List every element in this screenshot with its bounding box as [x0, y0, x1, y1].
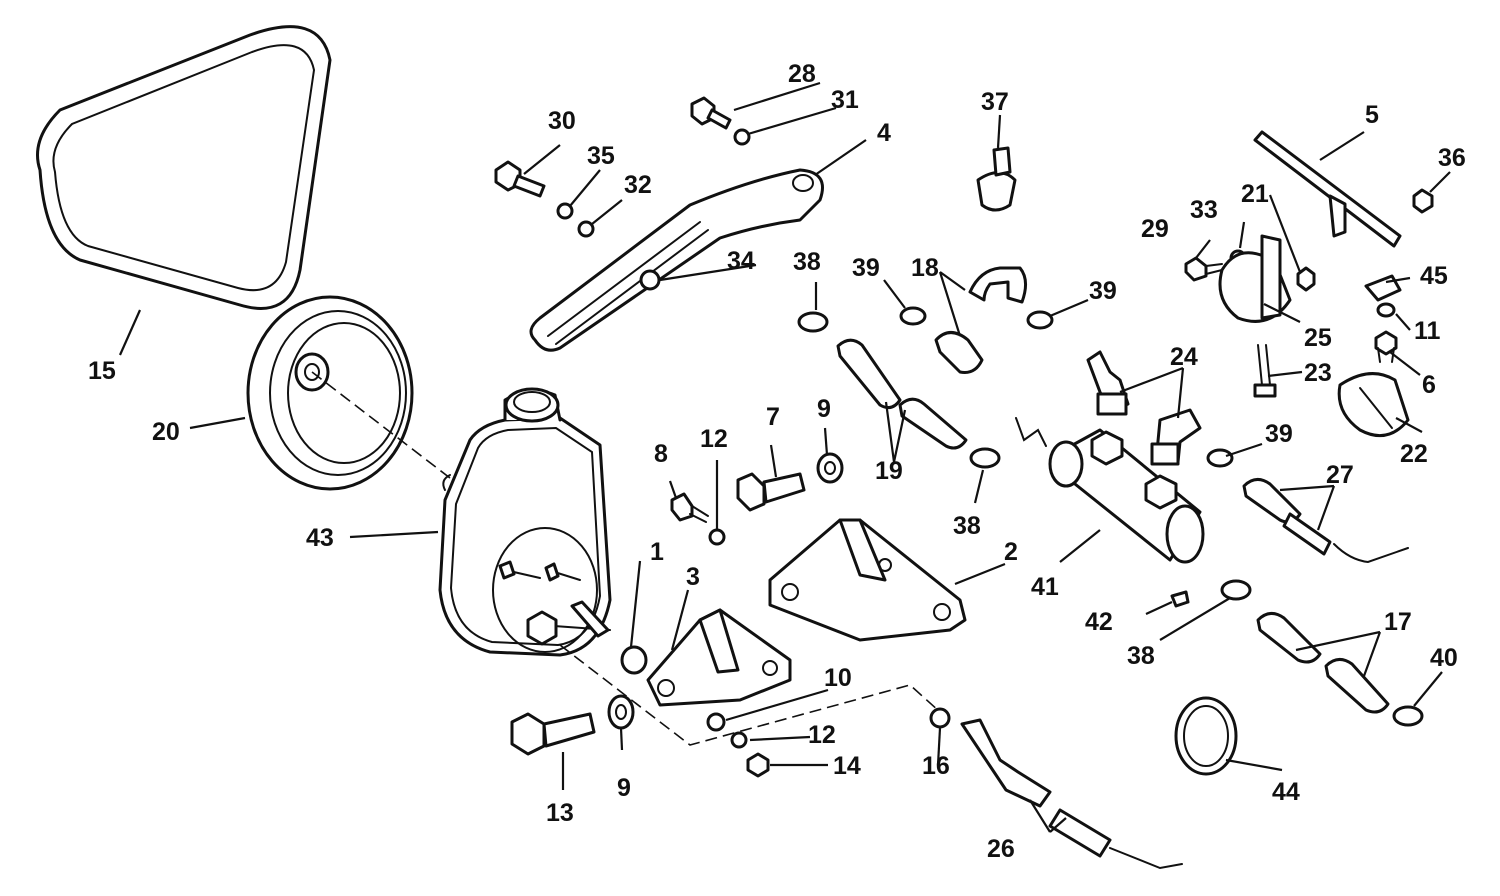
callout-35: 35 [587, 142, 615, 170]
callout-45: 45 [1420, 262, 1448, 290]
callout-31: 31 [831, 86, 859, 114]
callout-39-left: 39 [852, 254, 880, 282]
callout-43: 43 [306, 524, 334, 552]
callout-12-upper: 12 [700, 425, 728, 453]
callout-41: 41 [1031, 573, 1059, 601]
callout-10: 10 [824, 664, 852, 692]
callout-38-upper: 38 [793, 248, 821, 276]
pulley [246, 295, 414, 491]
callout-14: 14 [833, 752, 861, 780]
callout-8: 8 [654, 440, 668, 468]
callout-25: 25 [1304, 324, 1332, 352]
callout-15: 15 [88, 357, 116, 385]
mounting-bracket-large [768, 518, 967, 642]
callout-4: 4 [877, 119, 891, 147]
callout-39-right: 39 [1089, 277, 1117, 305]
callout-23: 23 [1304, 359, 1332, 387]
callout-3: 3 [686, 563, 700, 591]
callout-36: 36 [1438, 144, 1466, 172]
callout-11: 11 [1414, 317, 1441, 345]
callout-37: 37 [981, 88, 1009, 116]
callout-22: 22 [1400, 440, 1428, 468]
callout-5: 5 [1365, 101, 1379, 129]
callout-26: 26 [987, 835, 1015, 863]
callout-18: 18 [911, 254, 939, 282]
callout-9-lower: 9 [617, 774, 631, 802]
mounting-bracket-small [646, 608, 792, 707]
callout-33: 33 [1190, 196, 1218, 224]
callout-20: 20 [152, 418, 180, 446]
callout-44: 44 [1272, 778, 1300, 806]
callout-32: 32 [624, 171, 652, 199]
hose-fittings [1086, 350, 1202, 466]
callout-2: 2 [1004, 538, 1018, 566]
callout-40: 40 [1430, 644, 1458, 672]
callout-27: 27 [1326, 461, 1354, 489]
callout-13: 13 [546, 799, 574, 827]
callout-42: 42 [1085, 608, 1113, 636]
callout-28: 28 [788, 60, 816, 88]
callout-21: 21 [1241, 180, 1269, 208]
leader-lines [118, 81, 1451, 833]
adjusting-arm [529, 168, 824, 352]
callout-19: 19 [875, 457, 903, 485]
callout-12-lower: 12 [808, 721, 836, 749]
callout-labels: 1 2 3 4 5 6 7 8 9 9 10 11 12 12 13 14 15… [88, 60, 1466, 863]
hose-clamps [797, 306, 1424, 776]
callout-38-lower: 38 [1127, 642, 1155, 670]
callout-17: 17 [1384, 608, 1412, 636]
callout-38-middle: 38 [953, 512, 981, 540]
callout-24: 24 [1170, 343, 1198, 371]
callout-29: 29 [1141, 215, 1169, 243]
callout-7: 7 [766, 403, 780, 431]
callout-6: 6 [1422, 371, 1436, 399]
callout-9-upper: 9 [817, 395, 831, 423]
hardware-parts [494, 96, 1434, 778]
callout-1: 1 [650, 538, 664, 566]
hoses [836, 266, 1409, 870]
oil-cooler [1015, 417, 1205, 564]
callout-30: 30 [548, 107, 576, 135]
drive-belt [36, 25, 332, 310]
cooler-bracket-parts [976, 130, 1410, 438]
callout-39-lower: 39 [1265, 420, 1293, 448]
power-steering-pump [438, 387, 612, 657]
callout-34: 34 [727, 247, 755, 275]
callout-16: 16 [922, 752, 950, 780]
